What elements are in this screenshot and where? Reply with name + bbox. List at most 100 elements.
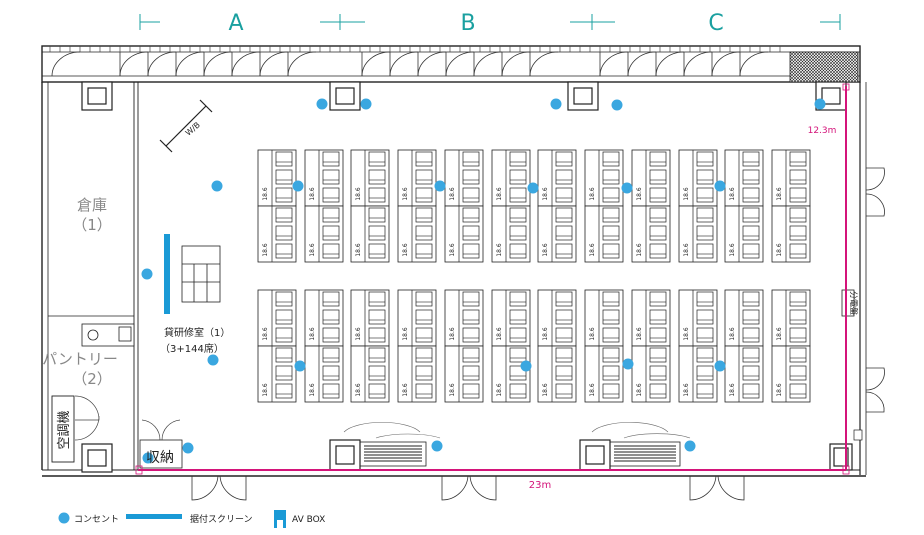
desk-block: 18.6 (584, 345, 624, 403)
seat (322, 151, 340, 167)
outlet (520, 360, 532, 372)
desk-width-label: 18.6 (449, 243, 456, 257)
seat (555, 169, 573, 185)
seat (602, 225, 620, 241)
desk-width-label: 18.6 (496, 327, 503, 341)
seat (742, 169, 760, 185)
desk-width-label: 18.6 (262, 327, 269, 341)
seat (742, 383, 760, 399)
desk-width-label: 18.6 (542, 187, 549, 201)
desk-width-label: 18.6 (355, 243, 362, 257)
seat (415, 327, 433, 343)
ac-room-label: 空調機 (57, 410, 72, 449)
desk-width-label: 18.6 (729, 243, 736, 257)
seat (789, 207, 807, 223)
desk-width-label: 18.6 (636, 327, 643, 341)
seat (415, 383, 433, 399)
seat (555, 291, 573, 307)
seat (555, 327, 573, 343)
outlet (622, 358, 634, 370)
seat (649, 327, 667, 343)
seat (649, 291, 667, 307)
desk-block: 18.6 (491, 205, 531, 263)
desk-block: 18.6 (397, 205, 437, 263)
grid-axis-marks (139, 14, 841, 30)
desk-width-label: 18.6 (636, 383, 643, 397)
seat (275, 151, 293, 167)
building-shell (41, 14, 885, 528)
desk-block: 18.6 (257, 289, 297, 347)
desk-width-label: 18.6 (402, 383, 409, 397)
seat (555, 151, 573, 167)
seat (368, 151, 386, 167)
desk-width-label: 18.6 (636, 243, 643, 257)
desk-block: 18.6 (257, 205, 297, 263)
seat (789, 225, 807, 241)
seat (509, 225, 527, 241)
seat (742, 207, 760, 223)
seat (275, 207, 293, 223)
seat (415, 347, 433, 363)
seat (415, 225, 433, 241)
seat (696, 225, 714, 241)
seat (602, 383, 620, 399)
desk-block: 18.6 (304, 345, 344, 403)
seat (322, 225, 340, 241)
seat (509, 383, 527, 399)
seat (322, 169, 340, 185)
outlet (434, 180, 446, 192)
outlet (527, 182, 539, 194)
fixed-screen (164, 234, 170, 314)
outlet (360, 98, 372, 110)
bay-label-a: A (228, 11, 243, 36)
desk-block: 18.6 (491, 345, 531, 403)
seat (462, 187, 480, 203)
desk-width-label: 18.6 (262, 187, 269, 201)
seat (555, 187, 573, 203)
legend-outlet-label: コンセント (74, 514, 119, 525)
legend-outlet-swatch (58, 512, 70, 524)
seat (509, 207, 527, 223)
seat (649, 309, 667, 325)
desk-block: 18.6 (257, 149, 297, 207)
seat (322, 365, 340, 381)
desk-width-label: 18.6 (776, 243, 783, 257)
seat (602, 291, 620, 307)
desk-width-label: 18.6 (589, 243, 596, 257)
outlet (684, 440, 696, 452)
east-doors (865, 167, 885, 413)
desk-width-label: 18.6 (542, 243, 549, 257)
seat (368, 327, 386, 343)
seat (462, 327, 480, 343)
seat (789, 309, 807, 325)
outlet (714, 360, 726, 372)
seat (696, 169, 714, 185)
desk-block: 18.6 (444, 205, 484, 263)
seat (649, 151, 667, 167)
desk-block: 18.6 (350, 149, 390, 207)
seat (696, 383, 714, 399)
bay-label-c: C (708, 11, 723, 36)
seat (789, 291, 807, 307)
main-room-capacity: （3+144席） (160, 342, 224, 355)
seat (696, 243, 714, 259)
seat (789, 243, 807, 259)
desk-block: 18.6 (537, 205, 577, 263)
desk-width-label: 18.6 (355, 383, 362, 397)
seat (555, 309, 573, 325)
panel-label: 分電盤 (849, 291, 859, 315)
seat (368, 309, 386, 325)
seat (275, 225, 293, 241)
desk-block: 18.6 (304, 149, 344, 207)
seat (275, 291, 293, 307)
seat (742, 243, 760, 259)
outlet (316, 98, 328, 110)
seat (742, 309, 760, 325)
desk-block: 18.6 (397, 149, 437, 207)
seat (742, 327, 760, 343)
seat (275, 169, 293, 185)
seat (602, 169, 620, 185)
seat (555, 383, 573, 399)
power-outlets (141, 98, 826, 464)
seat (602, 309, 620, 325)
